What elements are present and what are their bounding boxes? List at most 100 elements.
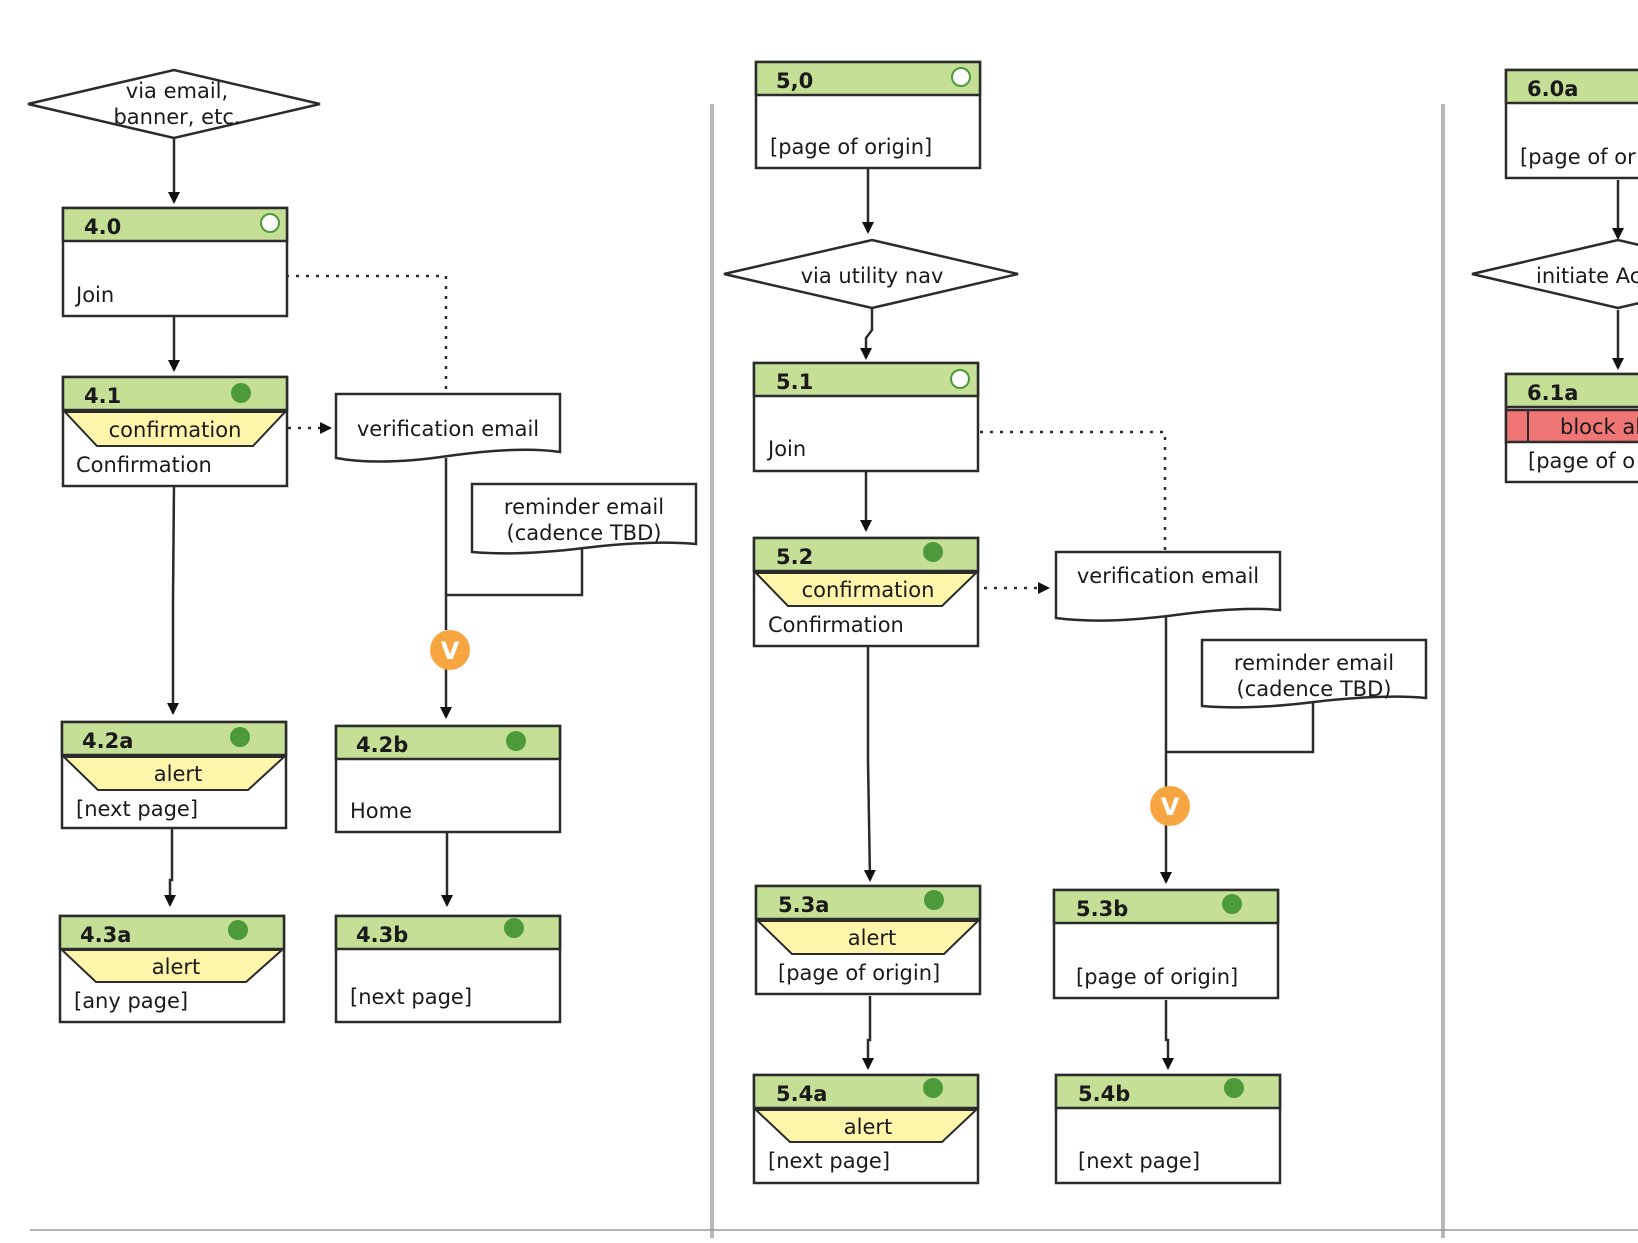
merge-label: V bbox=[1161, 793, 1180, 821]
node-label: [next page] bbox=[768, 1149, 890, 1173]
node-id: 4.2a bbox=[82, 729, 133, 753]
document-text: (cadence TBD) bbox=[507, 521, 662, 545]
node-label: [next page] bbox=[1078, 1149, 1200, 1173]
line-reminder-to-merge bbox=[446, 548, 584, 597]
node-4.3a: 4.3a alert [any page] bbox=[58, 914, 286, 1024]
node-5.4a: 5.4a alert [next page] bbox=[752, 1073, 980, 1185]
document-text: (cadence TBD) bbox=[1237, 677, 1392, 701]
status-open-icon bbox=[950, 369, 970, 389]
node-id: 4.2b bbox=[356, 733, 408, 757]
tag-confirmation bbox=[753, 572, 979, 607]
node-id: 5.3a bbox=[778, 893, 829, 917]
tag-confirmation bbox=[62, 411, 288, 447]
dotted-link-join-to-email-5 bbox=[980, 430, 1167, 550]
tag-label: alert bbox=[154, 762, 203, 786]
decision-text: via email, bbox=[126, 79, 228, 103]
node-id: 6.0a bbox=[1527, 77, 1578, 101]
tag-alert bbox=[753, 1109, 979, 1143]
tag-alert bbox=[61, 756, 287, 791]
node-label: [page of origin] bbox=[1076, 965, 1238, 989]
node-label: [page of or bbox=[1520, 145, 1636, 169]
node-5.3a: 5.3a alert [page of origin] bbox=[754, 884, 982, 996]
document-reminder-email-5: reminder email (cadence TBD) bbox=[1200, 638, 1428, 709]
node-label: [page of origin] bbox=[770, 135, 932, 159]
document-verification-email-5: verification email bbox=[1054, 550, 1282, 622]
node-id: 5.2 bbox=[776, 545, 813, 569]
node-5.2: 5.2 confirmation Confirmation bbox=[752, 536, 980, 648]
merge-node: V bbox=[1150, 786, 1190, 826]
node-label: [any page] bbox=[74, 989, 188, 1013]
decision-text: initiate Ac bbox=[1536, 264, 1638, 288]
document-text: reminder email bbox=[1234, 651, 1394, 675]
arrow-4.2a-to-4.3a bbox=[164, 826, 176, 907]
node-id: 5.4a bbox=[776, 1082, 827, 1106]
arrow-5.2-to-5.3a bbox=[863, 646, 876, 882]
document-text: reminder email bbox=[504, 495, 664, 519]
node-id: 4.1 bbox=[84, 384, 121, 408]
decision-text: banner, etc. bbox=[113, 105, 240, 129]
document-verification-email: verification email bbox=[334, 392, 562, 463]
node-id: 5,0 bbox=[776, 69, 813, 93]
tag-label: block al bbox=[1560, 415, 1638, 439]
node-4.2b: 4.2b Home bbox=[334, 724, 562, 834]
status-filled-icon bbox=[1224, 1078, 1244, 1098]
merge-label: V bbox=[441, 637, 460, 665]
node-label: Home bbox=[350, 799, 412, 823]
tag-label: alert bbox=[152, 955, 201, 979]
node-6.0a: 6.0a [page of or bbox=[1504, 68, 1638, 180]
node-label: [page of origin] bbox=[778, 961, 940, 985]
node-id: 4.0 bbox=[84, 215, 121, 239]
status-open-icon bbox=[951, 67, 971, 87]
status-filled-icon bbox=[923, 1078, 943, 1098]
decision-via-utility-nav: via utility nav bbox=[723, 238, 1019, 310]
node-4.2a: 4.2a alert [next page] bbox=[60, 720, 288, 830]
dotted-link-join-to-email bbox=[286, 274, 448, 390]
document-reminder-email: reminder email (cadence TBD) bbox=[470, 482, 698, 555]
tag-alert bbox=[59, 949, 285, 983]
status-filled-icon bbox=[506, 731, 526, 751]
status-filled-icon bbox=[923, 542, 943, 562]
merge-node: V bbox=[430, 630, 470, 670]
tag-label: confirmation bbox=[802, 578, 935, 602]
document-text: verification email bbox=[1077, 564, 1259, 588]
status-filled-icon bbox=[231, 383, 251, 403]
tag-alert bbox=[755, 920, 981, 955]
arrow-5.3a-to-5.4a bbox=[862, 996, 874, 1070]
status-filled-icon bbox=[924, 890, 944, 910]
node-label: [next page] bbox=[76, 797, 198, 821]
node-id: 5.1 bbox=[776, 370, 813, 394]
node-label: Confirmation bbox=[768, 613, 904, 637]
node-id: 5.4b bbox=[1078, 1082, 1130, 1106]
node-5.4b: 5.4b [next page] bbox=[1054, 1073, 1282, 1185]
decision-initiate: initiate Ac bbox=[1471, 238, 1638, 310]
node-5.0: 5,0 [page of origin] bbox=[754, 60, 982, 170]
decision-via-email: via email, banner, etc. bbox=[27, 68, 321, 140]
decision-text: via utility nav bbox=[801, 264, 944, 288]
node-id: 4.3a bbox=[80, 923, 131, 947]
node-5.1: 5.1 Join bbox=[752, 361, 980, 473]
node-label: Join bbox=[766, 437, 806, 461]
node-id: 6.1a bbox=[1527, 381, 1578, 405]
node-label: [next page] bbox=[350, 985, 472, 1009]
status-filled-icon bbox=[230, 727, 250, 747]
arrow-d5-to-5.1 bbox=[860, 308, 874, 360]
node-label: Join bbox=[74, 283, 114, 307]
node-id: 4.3b bbox=[356, 923, 408, 947]
arrow-5.3b-to-5.4b bbox=[1162, 1000, 1174, 1070]
arrow-4.1-to-4.2a bbox=[167, 483, 179, 715]
status-open-icon bbox=[260, 213, 280, 233]
status-filled-icon bbox=[228, 920, 248, 940]
tag-label: confirmation bbox=[109, 418, 242, 442]
node-label: Confirmation bbox=[76, 453, 212, 477]
tag-label: alert bbox=[848, 926, 897, 950]
node-id: 5.3b bbox=[1076, 897, 1128, 921]
node-6.1a: 6.1a block al [page of o bbox=[1504, 372, 1638, 484]
status-filled-icon bbox=[504, 918, 524, 938]
document-text: verification email bbox=[357, 417, 539, 441]
tag-label: alert bbox=[844, 1115, 893, 1139]
node-label: [page of o bbox=[1528, 449, 1635, 473]
node-4.1: 4.1 confirmation Confirmation bbox=[61, 375, 289, 488]
node-4.3b: 4.3b [next page] bbox=[334, 914, 562, 1024]
node-4.0: 4.0 Join bbox=[61, 206, 289, 318]
